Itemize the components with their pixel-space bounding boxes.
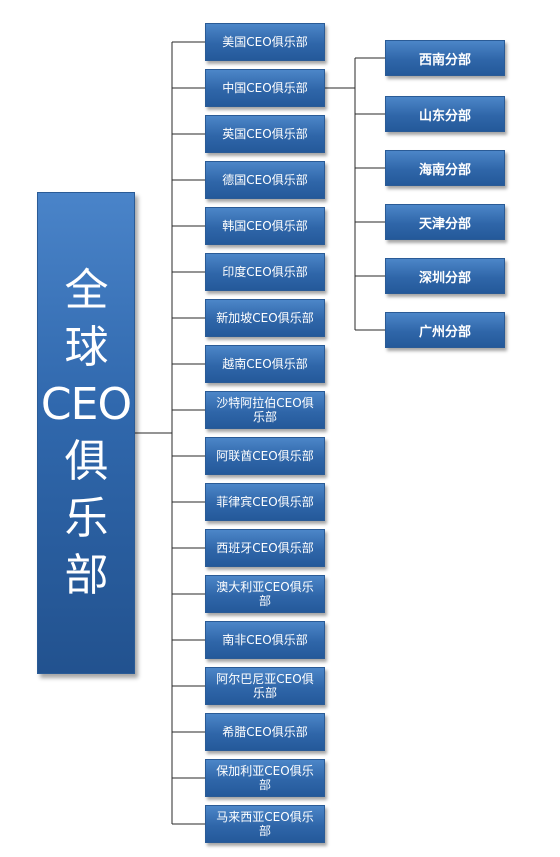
club-node-australia: 澳大利亚CEO俱乐部 (205, 575, 325, 613)
club-node-india: 印度CEO俱乐部 (205, 253, 325, 291)
root-node: 全 球 CEO 俱 乐 部 (37, 192, 135, 674)
branch-label: 深圳分部 (418, 270, 471, 286)
club-node-malaysia: 马来西亚CEO俱乐部 (205, 805, 325, 843)
branch-node-shenzhen: 深圳分部 (385, 258, 505, 294)
branch-node-tianjin: 天津分部 (385, 204, 505, 240)
club-label: 阿联酋CEO俱乐部 (216, 449, 314, 463)
club-label: 澳大利亚CEO俱乐部 (216, 580, 314, 608)
branch-node-southwest: 西南分部 (385, 40, 505, 76)
club-node-singapore: 新加坡CEO俱乐部 (205, 299, 325, 337)
club-label: 新加坡CEO俱乐部 (216, 311, 314, 325)
club-node-albania: 阿尔巴尼亚CEO俱乐部 (205, 667, 325, 705)
club-label: 西班牙CEO俱乐部 (216, 541, 314, 555)
club-label: 德国CEO俱乐部 (222, 173, 308, 187)
club-node-saudi-arabia: 沙特阿拉伯CEO俱乐部 (205, 391, 325, 429)
club-label: 沙特阿拉伯CEO俱乐部 (216, 396, 314, 424)
branch-label: 山东分部 (418, 108, 471, 124)
club-node-germany: 德国CEO俱乐部 (205, 161, 325, 199)
club-node-vietnam: 越南CEO俱乐部 (205, 345, 325, 383)
club-node-usa: 美国CEO俱乐部 (205, 23, 325, 61)
club-label: 美国CEO俱乐部 (222, 35, 308, 49)
club-label: 阿尔巴尼亚CEO俱乐部 (216, 672, 314, 700)
club-node-south-africa: 南非CEO俱乐部 (205, 621, 325, 659)
branch-node-shandong: 山东分部 (385, 96, 505, 132)
club-label: 英国CEO俱乐部 (222, 127, 308, 141)
club-node-philippines: 菲律宾CEO俱乐部 (205, 483, 325, 521)
branch-node-hainan: 海南分部 (385, 150, 505, 186)
root-label: 全 球 CEO 俱 乐 部 (40, 265, 132, 601)
club-label: 中国CEO俱乐部 (222, 81, 308, 95)
club-label: 马来西亚CEO俱乐部 (216, 810, 314, 838)
branch-node-guangzhou: 广州分部 (385, 312, 505, 348)
club-label: 印度CEO俱乐部 (222, 265, 308, 279)
club-label: 菲律宾CEO俱乐部 (216, 495, 314, 509)
club-node-uk: 英国CEO俱乐部 (205, 115, 325, 153)
club-label: 韩国CEO俱乐部 (222, 219, 308, 233)
club-node-bulgaria: 保加利亚CEO俱乐部 (205, 759, 325, 797)
club-label: 南非CEO俱乐部 (222, 633, 308, 647)
branch-label: 西南分部 (418, 52, 471, 68)
club-node-korea: 韩国CEO俱乐部 (205, 207, 325, 245)
club-label: 希腊CEO俱乐部 (222, 725, 308, 739)
branch-label: 天津分部 (418, 216, 471, 232)
club-label: 越南CEO俱乐部 (222, 357, 308, 371)
branch-label: 海南分部 (418, 162, 471, 178)
club-node-greece: 希腊CEO俱乐部 (205, 713, 325, 751)
club-node-uae: 阿联酋CEO俱乐部 (205, 437, 325, 475)
club-node-spain: 西班牙CEO俱乐部 (205, 529, 325, 567)
branch-label: 广州分部 (418, 324, 471, 340)
club-node-china: 中国CEO俱乐部 (205, 69, 325, 107)
club-label: 保加利亚CEO俱乐部 (216, 764, 314, 792)
